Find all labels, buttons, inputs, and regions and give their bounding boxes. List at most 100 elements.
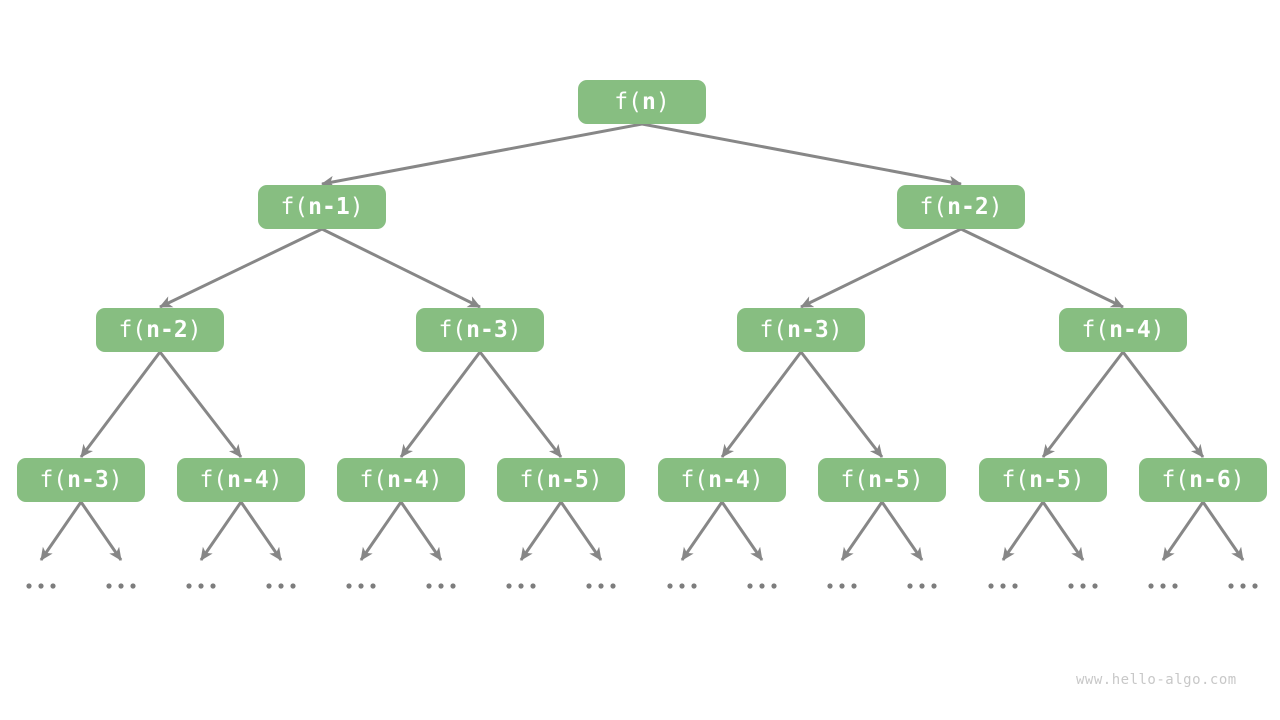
node-label-prefix: f( (199, 466, 228, 493)
node-label-var: n-5 (1029, 466, 1071, 493)
ellipsis-dot (1148, 583, 1154, 589)
ellipsis-dot (346, 583, 352, 589)
ellipsis-dot (290, 583, 296, 589)
tree-node: f(n-4) (658, 458, 786, 502)
ellipsis-dots (506, 583, 536, 589)
ellipsis-dot (907, 583, 913, 589)
ellipsis-dot (130, 583, 136, 589)
ellipsis-dot (530, 583, 536, 589)
edge-arrow (559, 501, 603, 561)
node-label-prefix: f( (519, 466, 548, 493)
edge-arrow (321, 122, 643, 188)
ellipsis-dot (26, 583, 32, 589)
node-label-suffix: ) (507, 316, 522, 343)
edge-arrow (1201, 501, 1245, 561)
edge-arrow (399, 501, 443, 561)
edge-arrow (79, 351, 162, 458)
ellipsis-dot (931, 583, 937, 589)
edge-arrow (79, 501, 123, 561)
ellipsis-dot (1240, 583, 1246, 589)
ellipsis-dot (598, 583, 604, 589)
node-label-prefix: f( (39, 466, 68, 493)
tree-node: f(n-5) (497, 458, 625, 502)
edge-arrow (800, 227, 962, 309)
ellipsis-dot (266, 583, 272, 589)
edge-arrow (960, 227, 1124, 309)
node-label-prefix: f( (280, 193, 309, 220)
ellipsis-dot (50, 583, 56, 589)
edge-arrow (641, 122, 962, 188)
ellipsis-dot (278, 583, 284, 589)
node-label-prefix: f( (438, 316, 467, 343)
ellipsis-dot (370, 583, 376, 589)
node-label-var: n-3 (466, 316, 508, 343)
ellipsis-dot (988, 583, 994, 589)
node-label-var: n-1 (308, 193, 350, 220)
node-label-suffix: ) (268, 466, 283, 493)
edge-arrow (799, 351, 884, 458)
ellipsis-dots (426, 583, 456, 589)
ellipsis-dots (988, 583, 1018, 589)
edge-arrow (359, 501, 403, 561)
ellipsis-dot (186, 583, 192, 589)
edge-arrow (478, 351, 563, 458)
ellipsis-dots (1068, 583, 1098, 589)
node-label-suffix: ) (909, 466, 924, 493)
edge-arrow (720, 501, 764, 561)
ellipsis-dot (771, 583, 777, 589)
node-label-suffix: ) (749, 466, 764, 493)
ellipsis-dot (747, 583, 753, 589)
node-label-prefix: f( (1161, 466, 1190, 493)
ellipsis-dot (1068, 583, 1074, 589)
node-label-suffix: ) (655, 88, 670, 115)
edge-arrow (720, 351, 803, 458)
ellipsis-dots (106, 583, 136, 589)
node-label-var: n-3 (67, 466, 109, 493)
tree-node: f(n-3) (737, 308, 865, 352)
node-label-prefix: f( (118, 316, 147, 343)
ellipsis-dot (586, 583, 592, 589)
node-label-suffix: ) (1150, 316, 1165, 343)
ellipsis-dots (266, 583, 296, 589)
ellipsis-dot (518, 583, 524, 589)
node-label-prefix: f( (359, 466, 388, 493)
watermark-text: www.hello-algo.com (1076, 672, 1237, 688)
node-label-prefix: f( (1081, 316, 1110, 343)
ellipsis-dot (358, 583, 364, 589)
ellipsis-dot (1252, 583, 1258, 589)
node-label-suffix: ) (1070, 466, 1085, 493)
node-label-var: n-4 (387, 466, 429, 493)
edge-arrow (158, 351, 243, 458)
ellipsis-dot (610, 583, 616, 589)
tree-node: f(n-6) (1139, 458, 1267, 502)
edge-arrow (199, 501, 243, 561)
ellipsis-dots (26, 583, 56, 589)
tree-node: f(n-4) (1059, 308, 1187, 352)
ellipsis-dot (1012, 583, 1018, 589)
node-label-suffix: ) (988, 193, 1003, 220)
node-label-var: n-4 (1109, 316, 1151, 343)
tree-node: f(n) (578, 80, 706, 124)
ellipsis-dot (827, 583, 833, 589)
edge-arrow (399, 351, 482, 458)
ellipsis-dots (186, 583, 216, 589)
ellipsis-dot (667, 583, 673, 589)
tree-node: f(n-5) (979, 458, 1107, 502)
ellipsis-dots (827, 583, 857, 589)
edge-arrow (1041, 501, 1085, 561)
edge-arrow (1121, 351, 1205, 458)
node-label-suffix: ) (828, 316, 843, 343)
ellipsis-dots (346, 583, 376, 589)
edge-arrow (519, 501, 563, 561)
node-label-var: n-4 (227, 466, 269, 493)
edge-arrow (1041, 351, 1125, 458)
tree-node: f(n-5) (818, 458, 946, 502)
tree-node: f(n-3) (416, 308, 544, 352)
ellipsis-dot (198, 583, 204, 589)
node-label-suffix: ) (108, 466, 123, 493)
ellipsis-dot (919, 583, 925, 589)
ellipsis-dot (506, 583, 512, 589)
node-label-var: n-2 (146, 316, 188, 343)
